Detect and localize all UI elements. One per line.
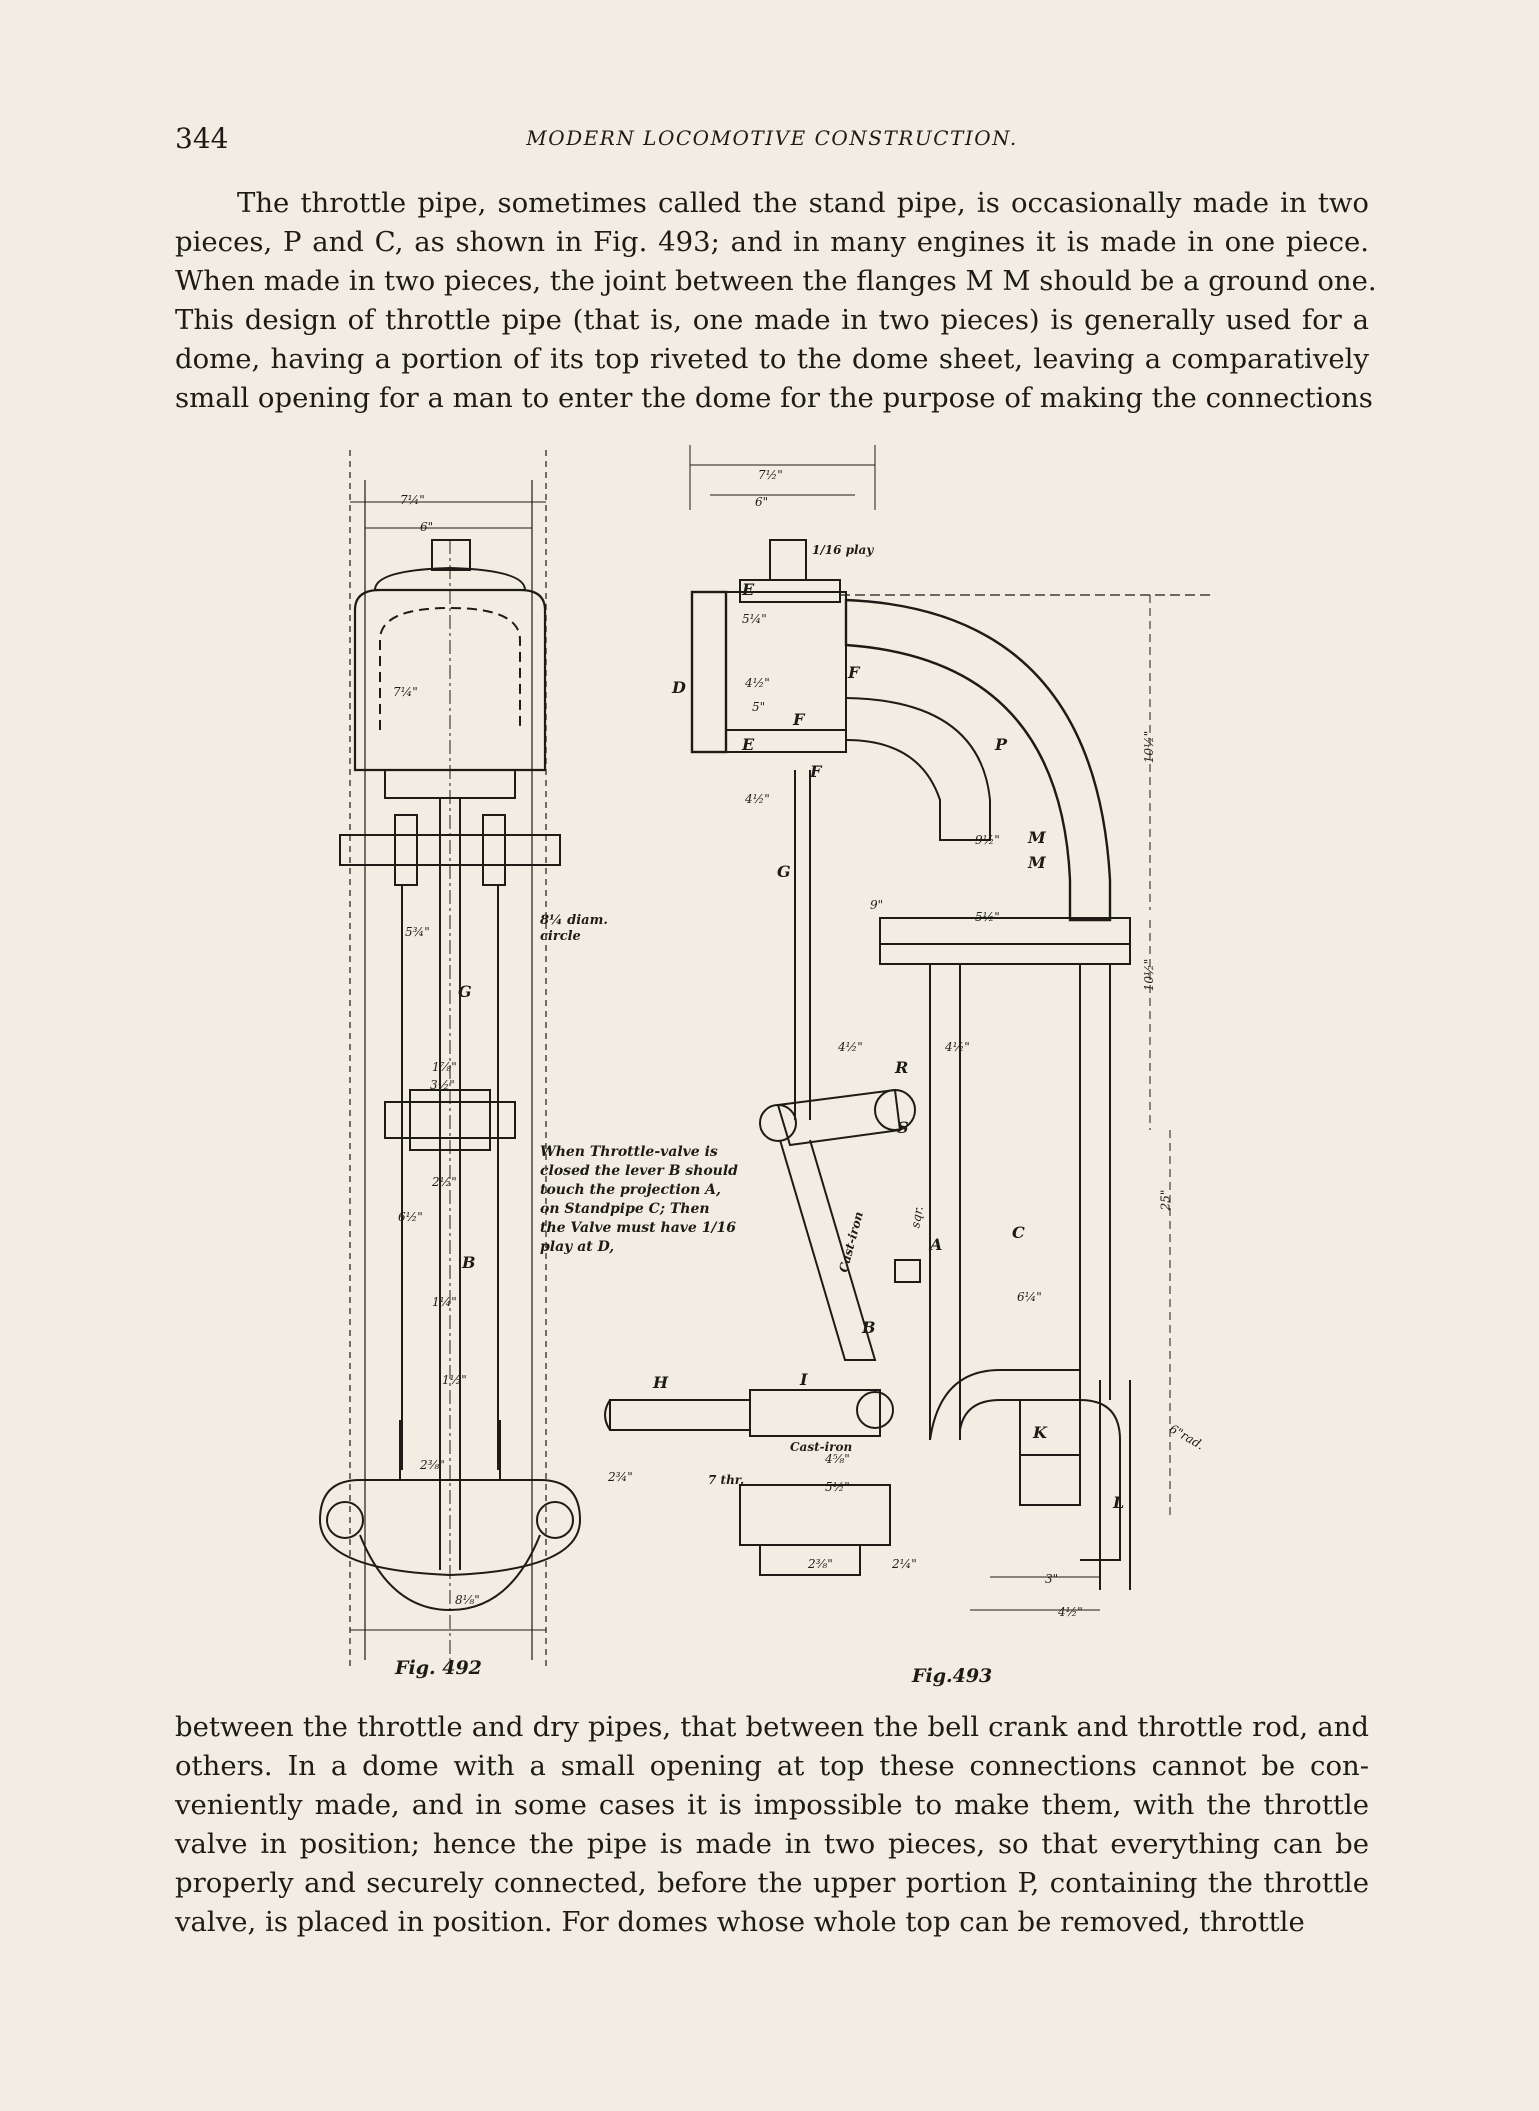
label-b-493: B bbox=[862, 1318, 876, 1337]
dim-493: 4⅝" bbox=[825, 1452, 850, 1466]
label-e-mid: E bbox=[742, 735, 755, 754]
dim-493: 9" bbox=[870, 898, 884, 912]
running-title: MODERN LOCOMOTIVE CONSTRUCTION. bbox=[526, 126, 1018, 150]
text-line: pieces, P and C, as shown in Fig. 493; a… bbox=[175, 226, 1369, 258]
label-r: R bbox=[895, 1058, 909, 1077]
dim-493: 9½" bbox=[975, 833, 1000, 847]
label-f-1: F bbox=[848, 663, 860, 682]
text-line: others. In a dome with a small opening a… bbox=[175, 1750, 1369, 1782]
label-a: A bbox=[930, 1235, 943, 1254]
note-line: the Valve must have 1/16 bbox=[540, 1220, 737, 1236]
dim-493: 5½" bbox=[825, 1480, 850, 1494]
label-e-top: E bbox=[742, 580, 755, 599]
dim-493: 5" bbox=[752, 700, 766, 714]
note-line: play at D, bbox=[540, 1239, 615, 1255]
text-line: properly and securely connected, before … bbox=[175, 1867, 1369, 1899]
label-f-3: F bbox=[810, 762, 822, 781]
label-d: D bbox=[672, 678, 686, 697]
dim-492: 2½" bbox=[432, 1175, 457, 1189]
circle-note-line: 8¼ diam. bbox=[540, 913, 608, 928]
label-l: L bbox=[1113, 1493, 1125, 1512]
cast-iron-label: Cast-iron bbox=[790, 1440, 853, 1454]
dim-492: 2⅜" bbox=[420, 1458, 445, 1472]
dim-493: 7½" bbox=[758, 468, 783, 482]
text-line: dome, having a portion of its top rivete… bbox=[175, 343, 1369, 375]
dim-492: 7¼" bbox=[400, 493, 425, 507]
paragraph-top: The throttle pipe, sometimes called the … bbox=[175, 184, 1377, 418]
dim-493: 4½" bbox=[945, 1040, 970, 1054]
fig492-drawing bbox=[318, 450, 582, 1670]
text-line: When made in two pieces, the joint betwe… bbox=[175, 265, 1377, 297]
dim-492: 2¾" bbox=[608, 1470, 633, 1484]
running-head: 344 MODERN LOCOMOTIVE CONSTRUCTION. bbox=[175, 122, 1369, 162]
throttle-note: When Throttle-valve is closed the lever … bbox=[540, 1143, 765, 1257]
text-line: valve in position; hence the pipe is mad… bbox=[175, 1828, 1369, 1860]
label-g-492: G bbox=[458, 982, 472, 1001]
dim-492: 6½" bbox=[398, 1210, 423, 1224]
dim-492: 6" bbox=[420, 520, 434, 534]
label-h: H bbox=[653, 1373, 669, 1392]
note-line: When Throttle-valve is bbox=[540, 1144, 718, 1160]
text-line: The throttle pipe, sometimes called the … bbox=[237, 187, 1369, 219]
dim-493: 10½" bbox=[1142, 730, 1157, 764]
dim-492: 7¼" bbox=[393, 685, 418, 699]
note-line: touch the projection A, bbox=[540, 1182, 721, 1198]
dim-493: 10½" bbox=[1142, 958, 1157, 992]
label-c: C bbox=[1012, 1223, 1025, 1242]
figure-caption-493: Fig.493 bbox=[912, 1665, 993, 1687]
label-m-1: M bbox=[1028, 828, 1046, 847]
note-line: on Standpipe C; Then bbox=[540, 1201, 710, 1217]
text-line: between the throttle and dry pipes, that… bbox=[175, 1711, 1369, 1743]
circle-note-line: circle bbox=[540, 929, 581, 944]
label-s: S bbox=[897, 1118, 909, 1137]
play-label: 1/16 play bbox=[812, 543, 874, 557]
dim-493: 4½" bbox=[838, 1040, 863, 1054]
label-p: P bbox=[995, 735, 1008, 754]
label-b-492: B bbox=[462, 1253, 476, 1272]
paragraph-bottom: between the throttle and dry pipes, that… bbox=[175, 1708, 1369, 1942]
dim-492: 1⅞" bbox=[432, 1060, 457, 1074]
label-i: I bbox=[800, 1370, 808, 1389]
page-number: 344 bbox=[175, 122, 229, 155]
dim-493: 5½" bbox=[975, 910, 1000, 924]
note-line: closed the lever B should bbox=[540, 1163, 738, 1179]
label-k: K bbox=[1033, 1423, 1047, 1442]
text-line: veniently made, and in some cases it is … bbox=[175, 1789, 1369, 1821]
text-line: This design of throttle pipe (that is, o… bbox=[175, 304, 1369, 336]
figure-caption-492: Fig. 492 bbox=[395, 1657, 482, 1679]
dim-492: 1½" bbox=[442, 1373, 467, 1387]
text-line: valve, is placed in position. For domes … bbox=[175, 1906, 1305, 1938]
fig493-drawing bbox=[604, 445, 1215, 1611]
dim-492: 3½" bbox=[430, 1078, 455, 1092]
dim-492: 5¾" bbox=[405, 925, 430, 939]
label-g-493: G bbox=[777, 862, 791, 881]
dim-492: 8⅛" bbox=[455, 1593, 480, 1607]
dim-493: 5¼" bbox=[742, 612, 767, 626]
dim-493: 6" bbox=[755, 495, 769, 509]
dim-493: 2¼" bbox=[892, 1557, 917, 1571]
throttle-pipe-drawing bbox=[318, 445, 1215, 1670]
dim-493: 6¼" bbox=[1017, 1290, 1042, 1304]
thread-label: 7 thr. bbox=[708, 1473, 745, 1487]
text-line: small opening for a man to enter the dom… bbox=[175, 382, 1373, 414]
label-f-2: F bbox=[793, 710, 805, 729]
dim-493: 2⅜" bbox=[808, 1557, 833, 1571]
dim-492: 1¼" bbox=[432, 1295, 457, 1309]
dim-493: 3" bbox=[1045, 1572, 1059, 1586]
dim-493: 4½" bbox=[1058, 1605, 1083, 1619]
dim-493: 4½" bbox=[745, 792, 770, 806]
label-m-2: M bbox=[1028, 853, 1046, 872]
circle-note: 8¼ diam. circle bbox=[540, 913, 620, 945]
dim-493: 25" bbox=[1158, 1189, 1173, 1211]
dim-493: 4½" bbox=[745, 676, 770, 690]
